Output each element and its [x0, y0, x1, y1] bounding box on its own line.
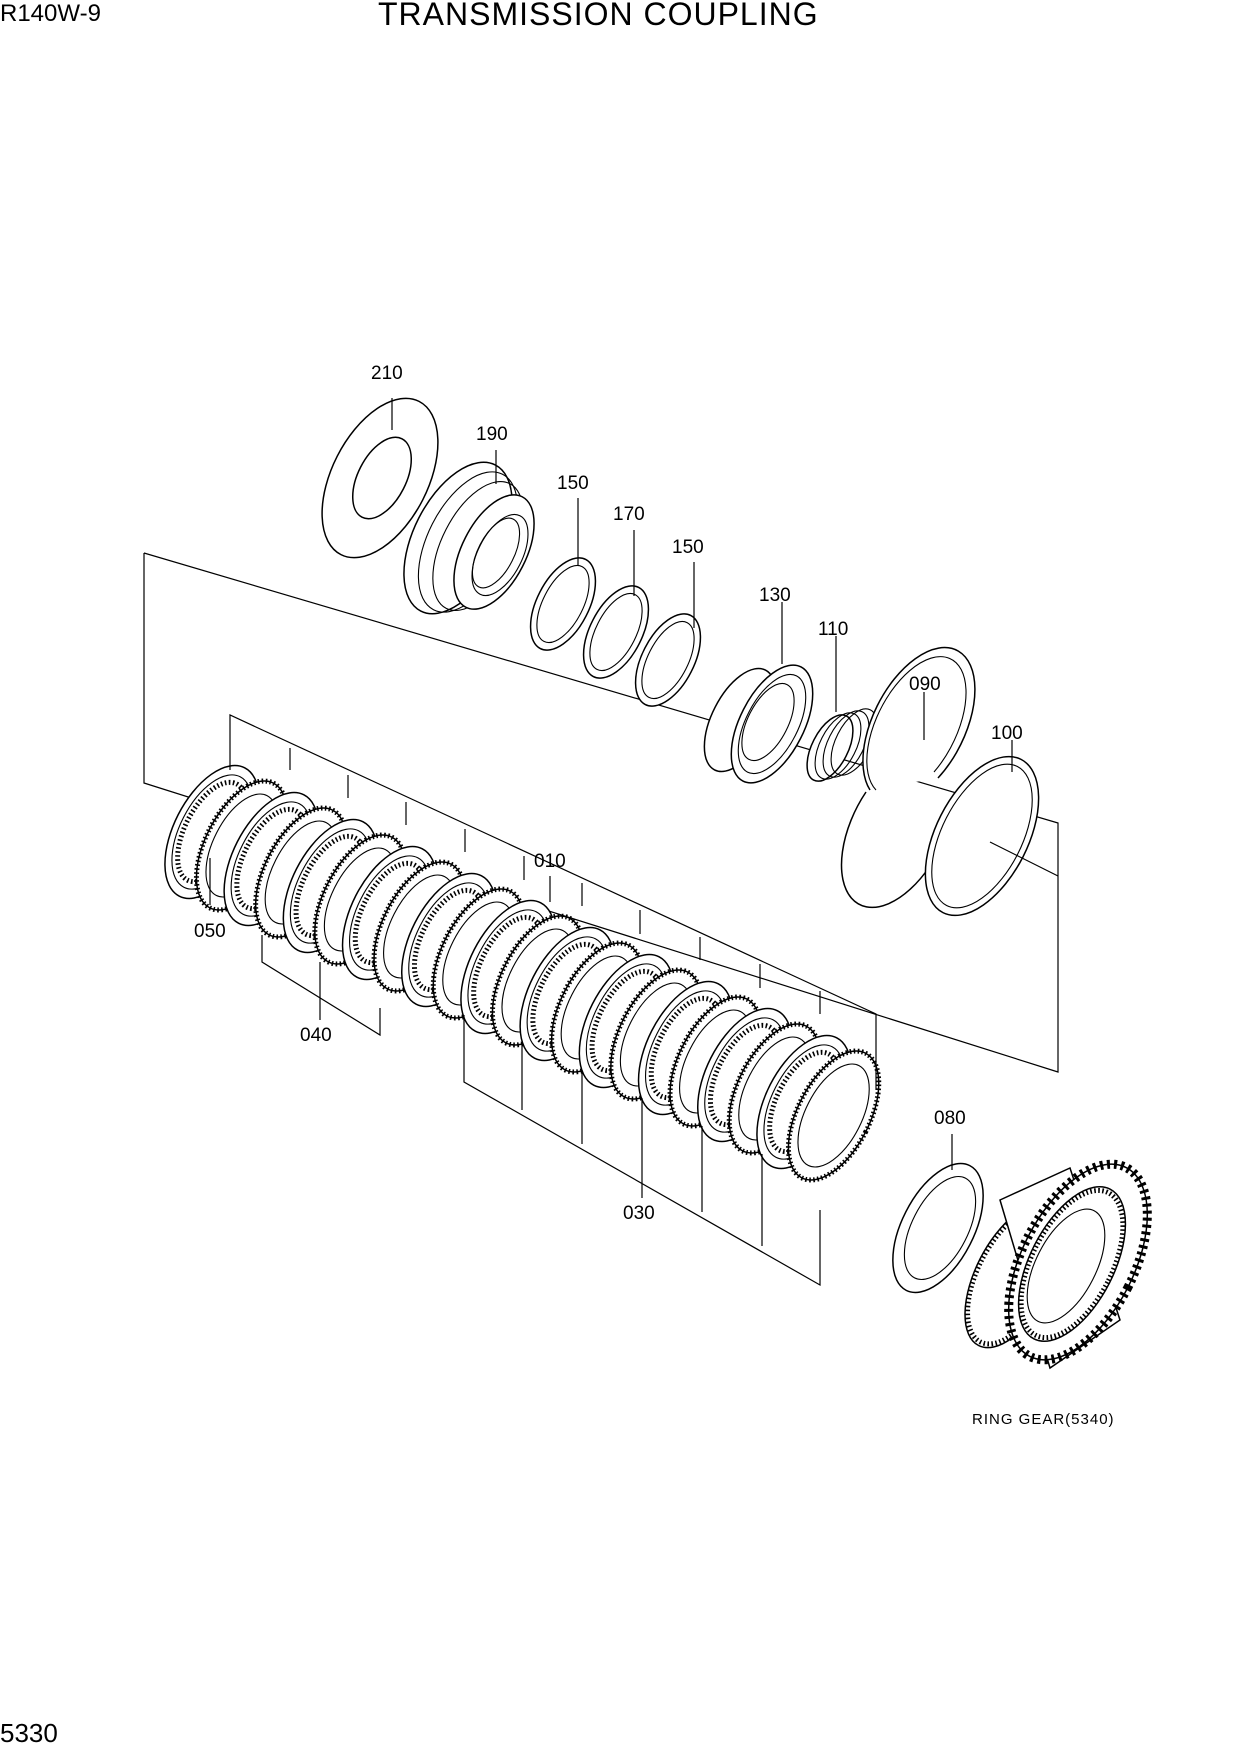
callout-190: 190: [476, 424, 508, 445]
part-130-cylinder: [703, 664, 814, 784]
part-170-shim: [582, 585, 650, 679]
ring-gear-note: RING GEAR(5340): [972, 1411, 1115, 1428]
model-number: R140W-9: [0, 0, 101, 27]
callout-090: 090: [909, 674, 941, 695]
part-190-piston: [403, 461, 535, 615]
callout-110: 110: [818, 619, 848, 640]
part-150b-shim: [634, 613, 702, 707]
page-number: 5330: [0, 1718, 58, 1748]
callout-150a: 150: [557, 473, 589, 494]
part-110-spring: [806, 708, 878, 782]
clutch-pack: [164, 764, 882, 1183]
callout-130: 130: [759, 585, 791, 606]
diagram-title: TRANSMISSION COUPLING: [378, 0, 819, 32]
callout-030: 030: [623, 1203, 655, 1224]
callout-150b: 150: [672, 537, 704, 558]
part-150a-shim: [529, 557, 597, 651]
leader-100-frame: [989, 841, 1059, 877]
clutch-plate: [785, 1048, 882, 1183]
part-080-washer: [892, 1162, 984, 1294]
callout-100: 100: [991, 723, 1023, 744]
part-210-thrust-washer: [321, 397, 439, 559]
callout-210: 210: [371, 363, 403, 384]
part-090-snap-ring: [840, 646, 976, 909]
callout-010: 010: [534, 851, 566, 872]
callout-050: 050: [194, 921, 226, 942]
callout-080: 080: [934, 1108, 966, 1129]
callout-170: 170: [613, 504, 645, 525]
part-100-snap-ring: [924, 755, 1040, 917]
ring-gear-illustration: [964, 1159, 1152, 1370]
callout-040: 040: [300, 1025, 332, 1046]
